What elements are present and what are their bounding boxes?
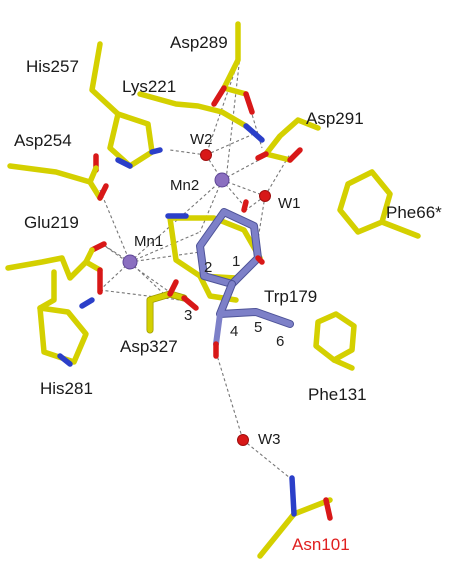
water-w2 <box>200 149 212 161</box>
label-mn2: Mn2 <box>170 177 199 194</box>
ring-number-4: 4 <box>230 323 238 340</box>
water-w3 <box>237 434 249 446</box>
residue-his281 <box>37 269 95 367</box>
label-phe131: Phe131 <box>308 385 367 404</box>
ring-number-3: 3 <box>184 307 192 324</box>
label-glu219: Glu219 <box>24 213 79 232</box>
label-w3: W3 <box>258 431 281 448</box>
residue-lys221 <box>137 91 265 143</box>
ring-number-5: 5 <box>254 319 262 336</box>
residue-asn101 <box>257 475 333 559</box>
label-asn101: Asn101 <box>292 535 350 554</box>
mn1-ion <box>122 254 138 270</box>
label-asp289: Asp289 <box>170 33 228 52</box>
water-w1 <box>259 190 271 202</box>
residue-phe131 <box>313 311 357 371</box>
residue-his257 <box>89 41 163 169</box>
metal-ions-and-waters <box>122 149 271 446</box>
protein-residues <box>5 21 421 559</box>
ring-number-1: 1 <box>232 253 240 270</box>
residue-asp289 <box>211 21 255 115</box>
residue-asp291 <box>255 117 321 163</box>
residue-asp327 <box>146 279 199 334</box>
label-trp179: Trp179 <box>264 287 317 306</box>
ligand <box>196 199 294 359</box>
residue-phe66 <box>337 169 421 239</box>
residue-glu219 <box>5 241 107 295</box>
label-asp327: Asp327 <box>120 337 178 356</box>
ring-number-6: 6 <box>276 333 284 350</box>
label-phe66: Phe66* <box>386 203 442 222</box>
label-w2: W2 <box>190 131 213 148</box>
label-lys221: Lys221 <box>122 77 176 96</box>
label-asp254: Asp254 <box>14 131 72 150</box>
label-w1: W1 <box>278 195 301 212</box>
label-mn1: Mn1 <box>134 233 163 250</box>
mn2-ion <box>214 172 230 188</box>
label-his281: His281 <box>40 379 93 398</box>
labels: Asp289 His257 Lys221 Asp291 Asp254 W2 Mn… <box>14 33 442 554</box>
label-his257: His257 <box>26 57 79 76</box>
ring-number-2: 2 <box>204 259 212 276</box>
residue-asp254 <box>7 153 109 201</box>
label-asp291: Asp291 <box>306 109 364 128</box>
